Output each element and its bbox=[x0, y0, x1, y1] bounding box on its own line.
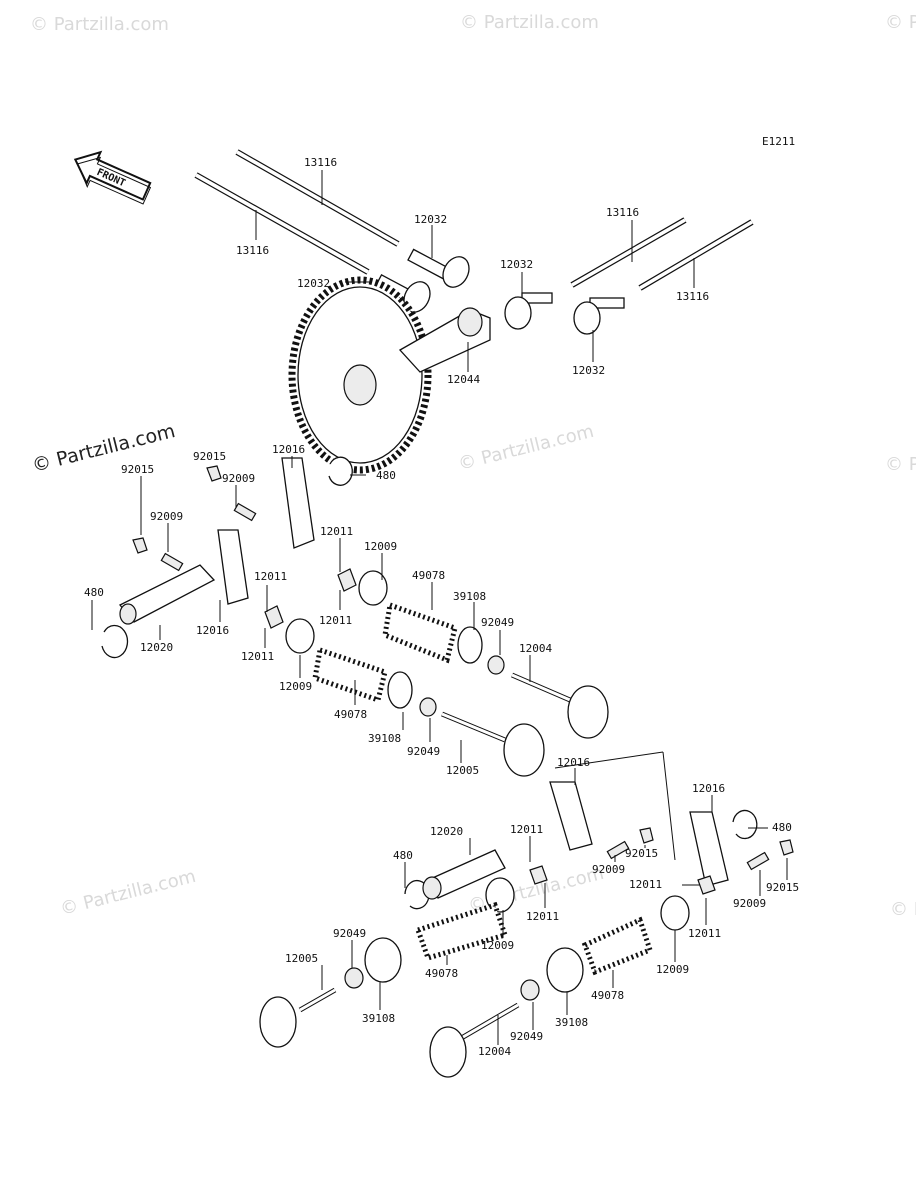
part-label: 39108 bbox=[555, 1016, 588, 1029]
part-label: 12016 bbox=[692, 782, 725, 795]
part-label: 12004 bbox=[519, 642, 552, 655]
part-label: 92049 bbox=[407, 745, 440, 758]
part-label: 49078 bbox=[425, 967, 458, 980]
part-label: 12005 bbox=[446, 764, 479, 777]
part-label: 92015 bbox=[625, 847, 658, 860]
part-label: 12032 bbox=[414, 213, 447, 226]
part-labels: 13116 13116 13116 13116 12032 12032 1203… bbox=[84, 156, 799, 1058]
watermark-text: © Partzilla.com bbox=[885, 12, 916, 33]
part-label: 39108 bbox=[368, 732, 401, 745]
part-label: 12009 bbox=[481, 939, 514, 952]
part-label: 92049 bbox=[333, 927, 366, 940]
upper-rocker-assembly bbox=[101, 456, 357, 659]
upper-valve-group bbox=[285, 570, 609, 777]
front-arrow: FRONT bbox=[73, 150, 152, 205]
part-label: 12011 bbox=[319, 614, 352, 627]
part-label: 12009 bbox=[364, 540, 397, 553]
watermark-text: © Partzilla.com bbox=[885, 454, 916, 475]
part-label: 12009 bbox=[279, 680, 312, 693]
part-label: 92009 bbox=[222, 472, 255, 485]
watermark-text: © Partzilla.com bbox=[58, 866, 198, 920]
part-label: 39108 bbox=[453, 590, 486, 603]
diagram-code: E1211 bbox=[762, 135, 795, 148]
watermark-text: © Partzilla.com bbox=[890, 899, 916, 920]
part-label: 12009 bbox=[656, 963, 689, 976]
part-label: 480 bbox=[772, 821, 792, 834]
lower-rocker-assembly bbox=[404, 751, 794, 910]
part-label: 12032 bbox=[500, 258, 533, 271]
part-label: 12011 bbox=[629, 878, 662, 891]
part-label: 12005 bbox=[285, 952, 318, 965]
part-label: 12016 bbox=[272, 443, 305, 456]
part-label: 92009 bbox=[733, 897, 766, 910]
part-label: 12011 bbox=[510, 823, 543, 836]
part-label: 92009 bbox=[150, 510, 183, 523]
watermark-text: © Partzilla.com bbox=[456, 421, 596, 475]
part-label: 12032 bbox=[572, 364, 605, 377]
watermark-text-dark: © Partzilla.com bbox=[30, 420, 178, 477]
part-label: 39108 bbox=[362, 1012, 395, 1025]
part-label: 92049 bbox=[510, 1030, 543, 1043]
part-label: 49078 bbox=[412, 569, 445, 582]
part-label: 92015 bbox=[193, 450, 226, 463]
lower-valve-group bbox=[259, 877, 690, 1078]
part-label: 480 bbox=[393, 849, 413, 862]
camshaft bbox=[288, 276, 491, 474]
part-label: 92049 bbox=[481, 616, 514, 629]
part-label: 12032 bbox=[297, 277, 330, 290]
part-label: 92015 bbox=[766, 881, 799, 894]
part-label: 12011 bbox=[254, 570, 287, 583]
part-label: 12011 bbox=[320, 525, 353, 538]
part-label: 92009 bbox=[592, 863, 625, 876]
part-label: 12011 bbox=[241, 650, 274, 663]
watermark-text: © Partzilla.com bbox=[460, 12, 599, 33]
part-label: 12044 bbox=[447, 373, 480, 386]
part-label: 12004 bbox=[478, 1045, 511, 1058]
part-label: 480 bbox=[84, 586, 104, 599]
watermark-group: © Partzilla.com © Partzilla.com © Partzi… bbox=[30, 12, 916, 920]
part-label: 12020 bbox=[140, 641, 173, 654]
part-label: 13116 bbox=[676, 290, 709, 303]
part-label: 480 bbox=[376, 469, 396, 482]
part-label: 12011 bbox=[526, 910, 559, 923]
part-label: 13116 bbox=[606, 206, 639, 219]
part-label: 12020 bbox=[430, 825, 463, 838]
part-label: 49078 bbox=[334, 708, 367, 721]
tappets bbox=[374, 248, 625, 335]
part-label: 13116 bbox=[236, 244, 269, 257]
part-label: 49078 bbox=[591, 989, 624, 1002]
watermark-text: © Partzilla.com bbox=[30, 14, 169, 35]
part-label: 12011 bbox=[688, 927, 721, 940]
push-rods bbox=[194, 149, 754, 291]
part-label: 13116 bbox=[304, 156, 337, 169]
leader-lines bbox=[91, 170, 788, 1045]
part-label: 12016 bbox=[196, 624, 229, 637]
part-label: 92015 bbox=[121, 463, 154, 476]
part-label: 12016 bbox=[557, 756, 590, 769]
